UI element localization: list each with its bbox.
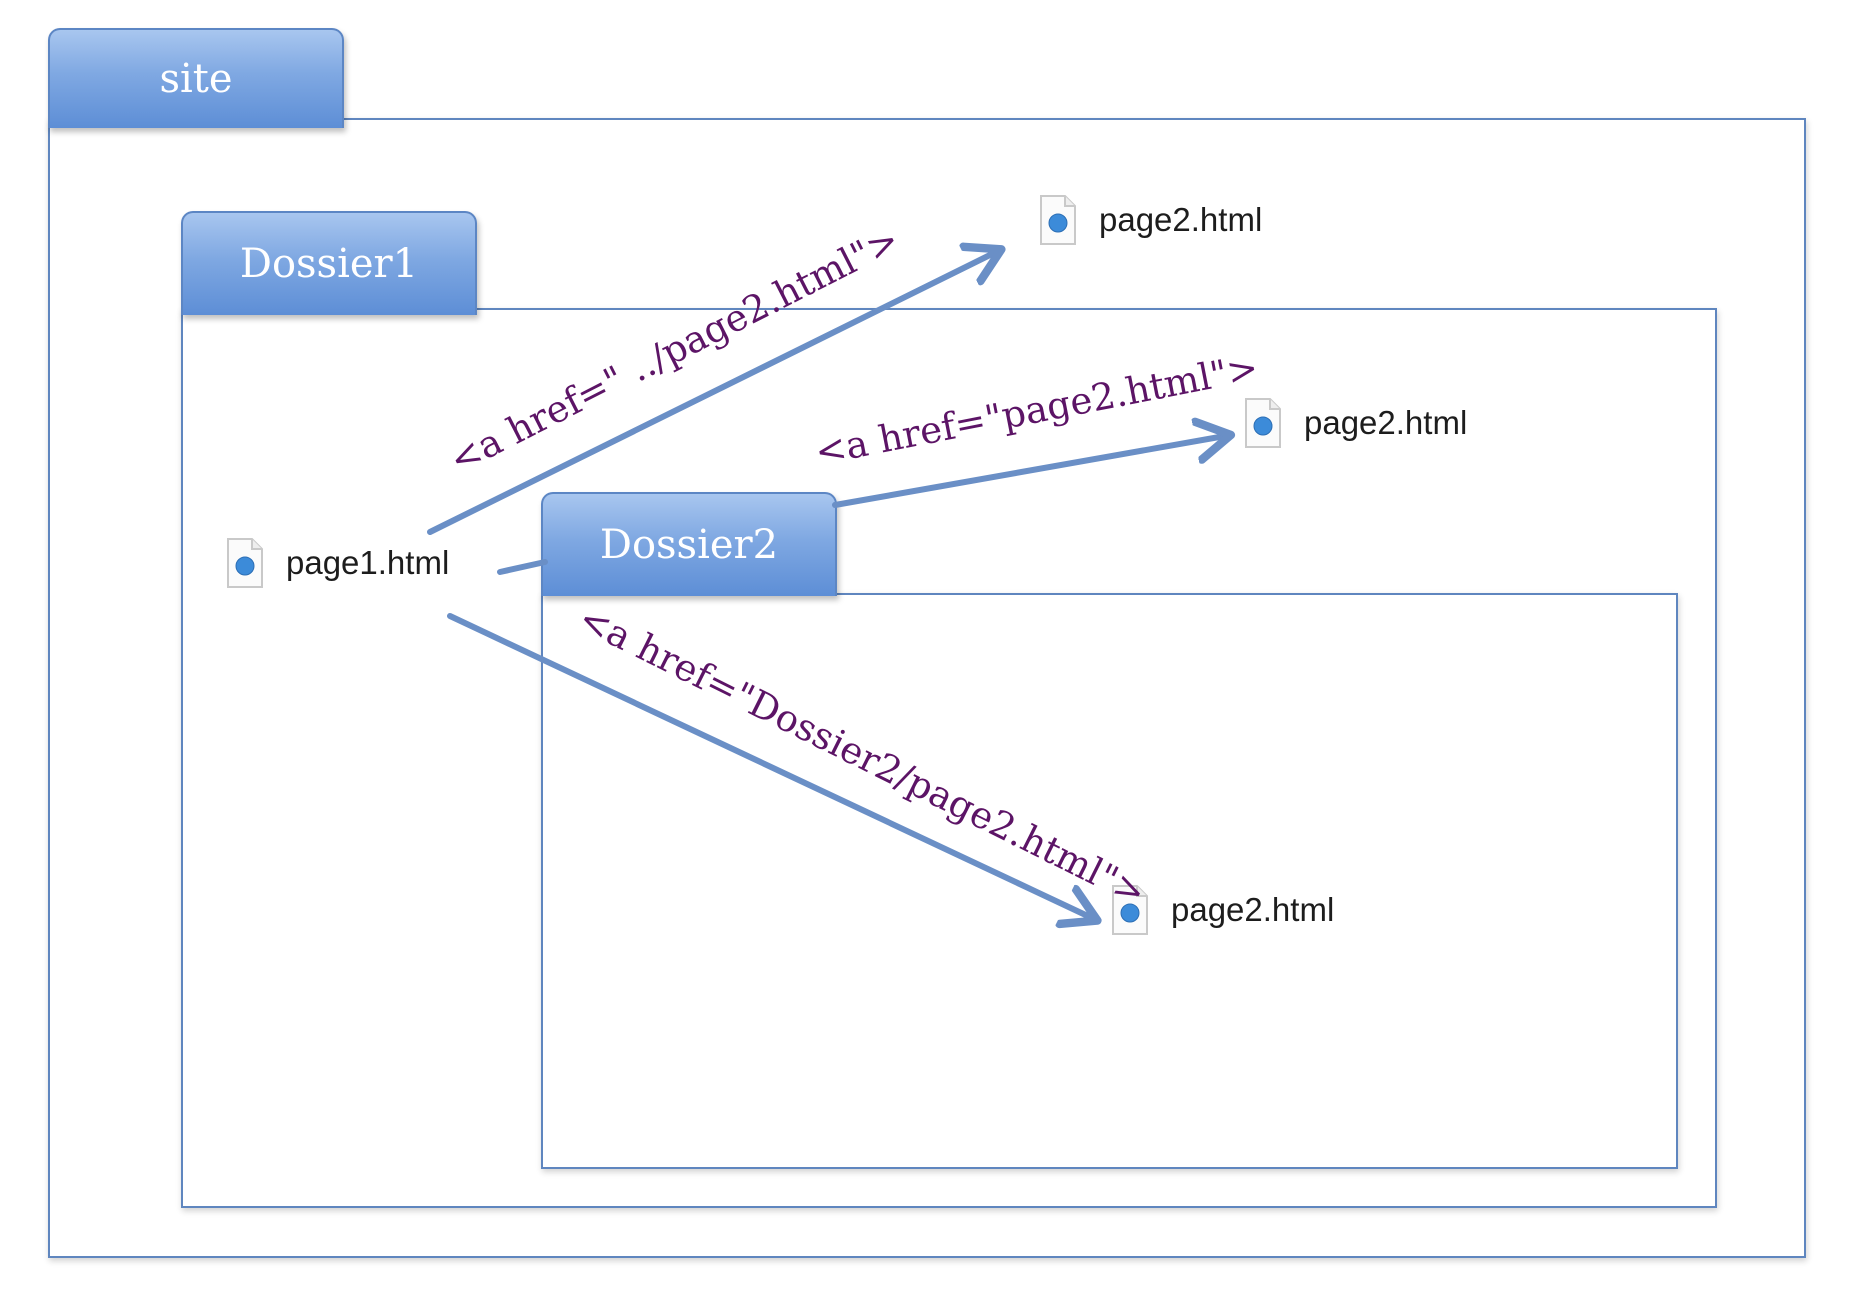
link-label-same: <a href="page2.html"> [812,346,1262,474]
file-page2-dossier2-name: page2.html [1171,891,1335,928]
file-page2-site[interactable]: page2.html [1039,190,1262,250]
arrow-to-parent-folder [427,252,996,535]
dossier2-folder-frame [541,593,1678,1169]
html-file-icon [1040,195,1076,245]
file-page2-dossier1-name: page2.html [1304,404,1468,441]
arrow-to-same-folder [832,436,1225,508]
file-page1[interactable]: page1.html [226,533,449,593]
site-folder-tab: site [48,28,344,128]
dossier2-folder-label: Dossier2 [599,522,779,568]
arrow-to-same-folder-start [497,559,548,575]
dossier1-folder-label: Dossier1 [239,241,419,287]
file-page2-dossier1[interactable]: page2.html [1244,393,1467,453]
dossier2-folder-tab: Dossier2 [541,492,837,596]
html-file-icon [1245,398,1281,448]
site-folder-label: site [159,56,233,102]
html-file-icon [227,538,263,588]
link-label-child: <a href="Dossier2/page2.html"> [572,597,1153,915]
file-page2-site-name: page2.html [1099,201,1263,238]
arrow-to-child-folder [447,613,1092,918]
dossier1-folder-tab: Dossier1 [181,211,477,315]
file-page1-name: page1.html [286,544,450,581]
html-file-icon [1112,885,1148,935]
file-page2-dossier2[interactable]: page2.html [1111,880,1334,940]
